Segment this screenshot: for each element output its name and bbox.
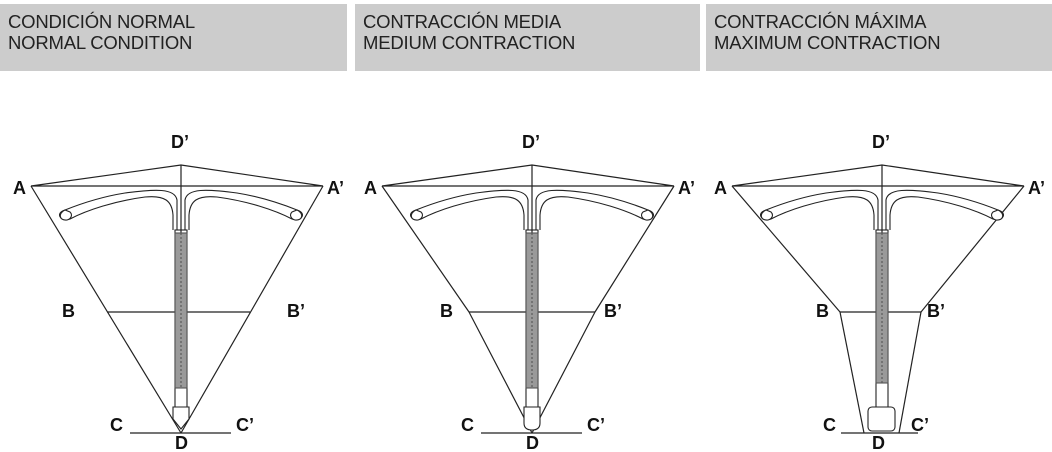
iud-diagram: D’ A A’ B B’ C C’ D <box>364 132 695 452</box>
left-arm-tip <box>410 209 423 221</box>
side-b-prime-c <box>531 311 596 434</box>
label-c-prime: C’ <box>236 415 254 435</box>
label-c-prime: C’ <box>587 415 605 435</box>
label-b: B <box>440 301 453 321</box>
right-arm-tip <box>641 209 654 221</box>
top-triangle <box>381 164 675 187</box>
label-b-prime: B’ <box>287 301 305 321</box>
label-d-prime: D’ <box>522 132 540 152</box>
side-a-prime-c <box>180 185 324 434</box>
label-a-prime: A’ <box>327 178 344 198</box>
label-b: B <box>62 301 75 321</box>
right-arm <box>535 189 654 230</box>
diagram-maximum-contraction: D’ A A’ B B’ C C’ D <box>706 125 1052 452</box>
title-english: NORMAL CONDITION <box>8 32 193 53</box>
label-b: B <box>816 301 829 321</box>
right-arm <box>184 189 303 230</box>
iud-device <box>760 189 1004 432</box>
side-a-prime-b-prime <box>920 185 1025 313</box>
left-arm <box>59 189 178 230</box>
label-c: C <box>823 415 836 435</box>
left-arm-tip <box>760 209 773 221</box>
top-triangle <box>731 164 1025 187</box>
label-b-prime: B’ <box>927 301 945 321</box>
left-arm-tip <box>59 209 72 221</box>
title-english: MEDIUM CONTRACTION <box>363 32 576 53</box>
side-b-c <box>839 311 865 434</box>
diagram-normal-condition: D’ A A’ B B’ C C’ D <box>5 125 353 452</box>
right-arm <box>885 189 1004 230</box>
title-spanish: CONDICIÓN NORMAL <box>8 11 195 32</box>
stem-tip <box>172 406 190 430</box>
title-spanish: CONTRACCIÓN MÁXIMA <box>714 11 927 32</box>
label-d: D <box>175 433 188 452</box>
right-arm-tip <box>290 209 303 221</box>
title-english: MAXIMUM CONTRACTION <box>714 32 941 53</box>
side-a-b <box>731 185 841 313</box>
label-a-prime: A’ <box>1028 178 1045 198</box>
title-spanish: CONTRACCIÓN MEDIA <box>363 11 562 32</box>
label-a-prime: A’ <box>678 178 695 198</box>
label-c-prime: C’ <box>911 415 929 435</box>
label-a: A <box>364 178 377 198</box>
side-a-c <box>30 185 182 434</box>
iud-device <box>410 189 654 431</box>
iud-diagram: D’ A A’ B B’ C C’ D <box>13 132 344 452</box>
side-b-prime-c-prime <box>898 311 922 434</box>
side-b-c <box>468 311 533 434</box>
right-arm-tip <box>991 209 1004 221</box>
label-c: C <box>461 415 474 435</box>
label-b-prime: B’ <box>604 301 622 321</box>
label-d: D <box>872 433 885 452</box>
stem-tip <box>867 406 896 432</box>
copper-spring <box>875 232 889 384</box>
left-arm <box>760 189 879 230</box>
side-a-prime-b-prime <box>594 185 675 313</box>
iud-diagram: D’ A A’ B B’ C C’ D <box>714 132 1045 452</box>
stem-tip <box>523 406 541 431</box>
diagram-medium-contraction: D’ A A’ B B’ C C’ D <box>356 125 704 452</box>
header-maximum-contraction: CONTRACCIÓN MÁXIMA MAXIMUM CONTRACTION <box>706 4 1052 71</box>
label-d: D <box>526 433 539 452</box>
label-d-prime: D’ <box>872 132 890 152</box>
label-a: A <box>13 178 26 198</box>
header-normal-condition: CONDICIÓN NORMAL NORMAL CONDITION <box>0 4 347 71</box>
label-d-prime: D’ <box>171 132 189 152</box>
label-c: C <box>110 415 123 435</box>
frame <box>731 164 1025 434</box>
side-a-b <box>381 185 470 313</box>
label-a: A <box>714 178 727 198</box>
header-medium-contraction: CONTRACCIÓN MEDIA MEDIUM CONTRACTION <box>355 4 700 71</box>
left-arm <box>410 189 529 230</box>
iud-device <box>59 189 303 430</box>
top-triangle <box>30 164 324 187</box>
